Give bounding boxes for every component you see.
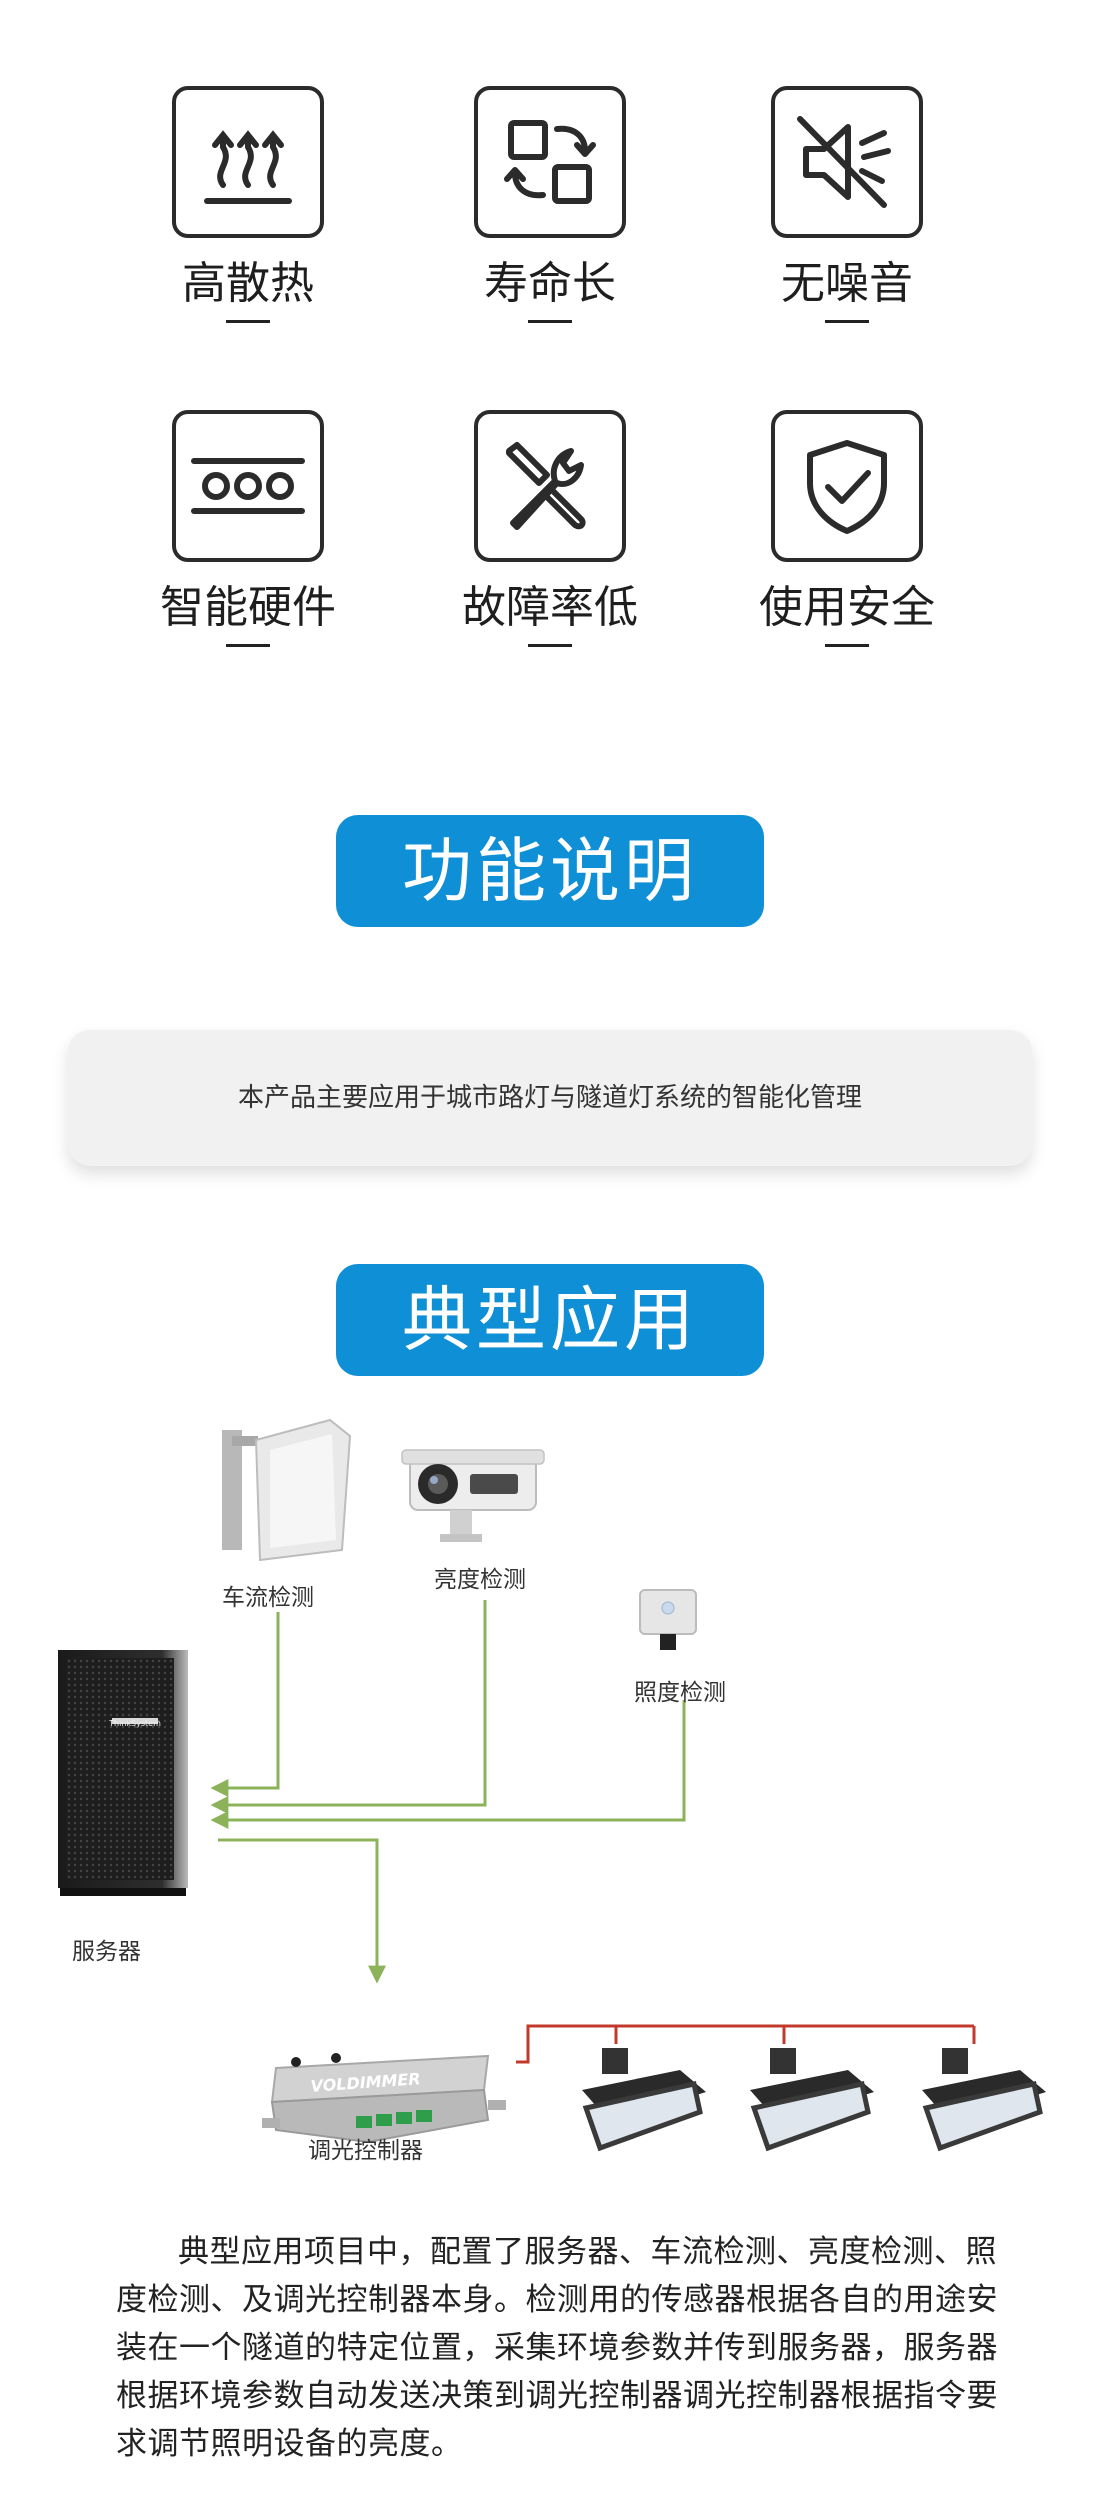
section-title-function: 功能说明 [336,815,764,927]
function-description: 本产品主要应用于城市路灯与隧道灯系统的智能化管理 [237,1083,862,1113]
led-lamp-image [922,2048,1046,2152]
power-connection-lines [516,2024,976,2064]
server-image [58,1650,188,1896]
dimming-controller-label: 调光控制器 [308,2138,423,2164]
heat-dissipation-icon [172,86,324,238]
feature-underline [825,644,869,647]
feature-item: 无噪音 [727,86,967,323]
function-description-card: 本产品主要应用于城市路灯与隧道灯系统的智能化管理 [68,1030,1032,1166]
application-diagram: ThinkSystem VOLDIMMER [58,1418,1046,2152]
brightness-detector-label: 亮度检测 [434,1567,526,1593]
feature-label: 智能硬件 [160,582,336,633]
feature-item: 寿命长 [430,86,670,323]
feature-underline [226,320,270,323]
traffic-detector-label: 车流检测 [222,1585,314,1611]
feature-label: 故障率低 [462,582,638,633]
illuminance-sensor-image [639,1589,697,1650]
server-brand: ThinkSystem [108,1719,161,1728]
feature-item: 高散热 [128,86,368,323]
section-title-application: 典型应用 [336,1264,764,1376]
feature-underline [528,644,572,647]
long-life-icon [474,86,626,238]
feature-label: 无噪音 [781,258,913,309]
safety-shield-icon [771,410,923,562]
low-failure-icon [474,410,626,562]
application-description: 典型应用项目中，配置了服务器、车流检测、亮度检测、照度检测、及调光控制器本身。检… [116,2234,998,2462]
feature-underline [226,644,270,647]
led-lamp-image [750,2048,874,2152]
feature-underline [825,320,869,323]
brightness-camera-image [401,1449,545,1542]
smart-hardware-icon [172,410,324,562]
feature-underline [528,320,572,323]
feature-item: 使用安全 [727,410,967,647]
led-lamp-image [582,2048,706,2152]
feature-label: 高散热 [182,258,314,309]
dimming-controller-image [262,2053,506,2144]
no-noise-icon [771,86,923,238]
data-connection-lines [210,1600,686,1984]
feature-label: 寿命长 [484,258,616,309]
illuminance-detector-label: 照度检测 [634,1680,726,1706]
feature-item: 智能硬件 [128,410,368,647]
feature-item: 故障率低 [430,410,670,647]
traffic-detector-image [222,1418,352,1562]
feature-label: 使用安全 [759,582,935,633]
server-label: 服务器 [72,1939,141,1965]
